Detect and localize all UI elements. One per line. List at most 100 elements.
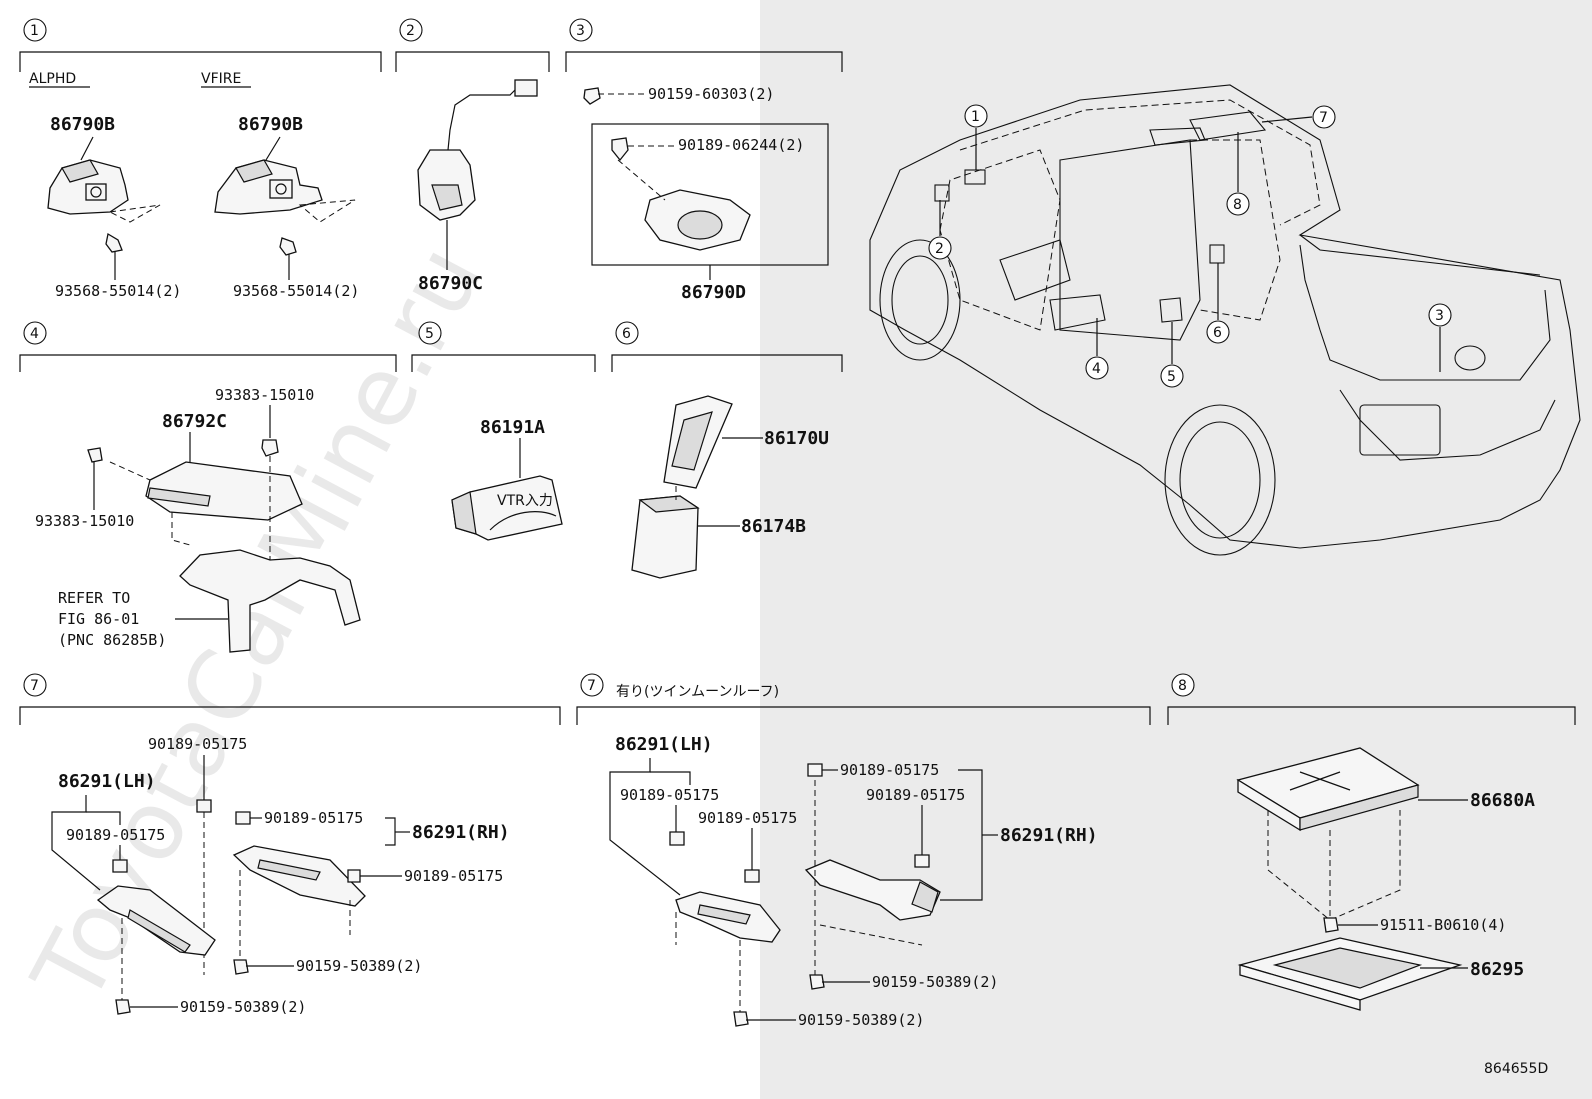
- front-wheel: [879, 239, 961, 361]
- variant-vfire-label: VFIRE: [201, 71, 241, 87]
- screw-a2-icon: [233, 959, 249, 975]
- bolt-93383-15010-left[interactable]: 93383-15010: [35, 512, 134, 530]
- vehicle-callout-4[interactable]: 4: [1085, 318, 1109, 380]
- section-8-marker: [1171, 673, 1195, 697]
- interior-camera-2: [934, 184, 950, 202]
- lamp-bracket-rh-b-drawing: [804, 780, 941, 975]
- rear-emblem: [1454, 345, 1486, 371]
- part-86790b-alphd[interactable]: 86790B: [50, 114, 115, 135]
- bracket-mount-drawing: [179, 549, 361, 653]
- section-5-bracket: [411, 354, 596, 372]
- section-8: 8 86680A 91511-B0610(4) 86295: [1167, 673, 1576, 1011]
- part-86291-lh-a[interactable]: 86291(LH): [58, 771, 156, 792]
- vehicle-callout-2[interactable]: 2: [928, 200, 952, 260]
- section-1-number: 1: [30, 23, 39, 39]
- rear-interior: [1190, 139, 1281, 321]
- side-door-opening: [1059, 139, 1201, 341]
- section-4-bracket: [19, 354, 397, 372]
- interior-module-6: [1209, 244, 1225, 264]
- section-7b-number: 7: [587, 678, 596, 694]
- part-86291-rh-b[interactable]: 86291(RH): [1000, 825, 1098, 846]
- part-86191a[interactable]: 86191A: [480, 417, 545, 438]
- refer-text-line3[interactable]: (PNC 86285B): [58, 631, 166, 649]
- bolt-93568-55014-b[interactable]: 93568-55014(2): [233, 282, 359, 300]
- nut-90189-05175-a2[interactable]: 90189-05175: [66, 826, 165, 844]
- variant-alphd-label: ALPHD: [29, 71, 76, 87]
- section-6-marker: [615, 321, 639, 345]
- bolt-top-icon: [261, 439, 279, 457]
- screw-90159-50389-a2[interactable]: 90159-50389(2): [296, 957, 422, 975]
- section-3: 3 90159-60303(2) 90189-06244(2) 86790D: [565, 18, 843, 303]
- section-7b-marker: [580, 673, 604, 697]
- clip-90189-06244[interactable]: 90189-06244(2): [678, 136, 804, 154]
- screw-90159-60303[interactable]: 90159-60303(2): [648, 85, 774, 103]
- nut-90189-05175-b3[interactable]: 90189-05175: [840, 761, 939, 779]
- part-86174b[interactable]: 86174B: [741, 516, 806, 537]
- nut-90189-05175-b4[interactable]: 90189-05175: [866, 786, 965, 804]
- nut-90189-05175-a4[interactable]: 90189-05175: [404, 867, 503, 885]
- svg-text:8: 8: [1233, 197, 1242, 213]
- vehicle-callout-3[interactable]: 3: [1428, 303, 1452, 372]
- bolt-93568-55014-a[interactable]: 93568-55014(2): [55, 282, 181, 300]
- section-6-bracket: [611, 354, 843, 372]
- section-7a-number: 7: [30, 678, 39, 694]
- nut-a2-icon: [112, 859, 128, 873]
- vehicle-callout-7[interactable]: 7: [1261, 105, 1336, 129]
- section-7b-title: 有り(ツインムーンルーフ): [616, 684, 779, 700]
- part-86295[interactable]: 86295: [1470, 959, 1524, 980]
- section-2-number: 2: [406, 23, 415, 39]
- section-2-bracket: [395, 51, 550, 72]
- license-plate-area: [1359, 404, 1441, 456]
- nut-a4-icon: [347, 869, 361, 883]
- nut-90189-05175-a1[interactable]: 90189-05175: [148, 735, 247, 753]
- svg-text:2: 2: [935, 241, 944, 257]
- part-86291-lh-b[interactable]: 86291(LH): [615, 734, 713, 755]
- rear-wheel: [1164, 404, 1276, 556]
- refer-text-line2[interactable]: FIG 86-01: [58, 610, 139, 628]
- svg-text:7: 7: [1319, 110, 1328, 126]
- interior-module-4: [1049, 294, 1106, 331]
- nut-90189-05175-a3[interactable]: 90189-05175: [264, 809, 363, 827]
- vehicle-callout-5[interactable]: 5: [1160, 322, 1184, 388]
- roof-dashed: [959, 99, 1321, 226]
- part-86170u[interactable]: 86170U: [764, 428, 829, 449]
- part-86792c[interactable]: 86792C: [162, 411, 227, 432]
- trim-bezel-drawing: [1237, 937, 1463, 1011]
- camera-bracket-a-drawing: [47, 159, 161, 223]
- bolt-93383-15010-top[interactable]: 93383-15010: [215, 386, 314, 404]
- part-86790b-vfire[interactable]: 86790B: [238, 114, 303, 135]
- part-86790c[interactable]: 86790C: [418, 273, 483, 294]
- section-5: 5 86191A VTR入力: [411, 321, 596, 541]
- screw-90159-50389-b1[interactable]: 90159-50389(2): [798, 1011, 924, 1029]
- nut-b2-icon: [744, 869, 760, 883]
- screw-90159-50389-b2[interactable]: 90159-50389(2): [872, 973, 998, 991]
- rear-window: [1299, 244, 1551, 381]
- vehicle-callout-1[interactable]: 1: [964, 104, 988, 170]
- interior-camera-1: [964, 169, 986, 185]
- svg-text:4: 4: [1092, 361, 1101, 377]
- section-5-number: 5: [425, 326, 434, 342]
- screw-90159-50389-a1[interactable]: 90159-50389(2): [180, 998, 306, 1016]
- vehicle-callout-6[interactable]: 6: [1206, 263, 1230, 344]
- section-4: 4 93383-15010 86792C 93383-15010 REFER T…: [19, 321, 397, 653]
- nut-a1-icon: [196, 799, 212, 813]
- bolt-91511-b0610[interactable]: 91511-B0610(4): [1380, 916, 1506, 934]
- bolt-91511-icon: [1323, 917, 1339, 933]
- lamp-bracket-lh-a-drawing: [96, 885, 216, 1000]
- nut-90189-05175-b2[interactable]: 90189-05175: [698, 809, 797, 827]
- vehicle-callout-8[interactable]: 8: [1226, 132, 1250, 216]
- nut-a3-icon: [235, 811, 251, 825]
- camera-bracket-b-drawing: [214, 159, 356, 223]
- screw-a1-icon: [115, 999, 131, 1015]
- svg-text:5: 5: [1167, 369, 1176, 385]
- part-86680a[interactable]: 86680A: [1470, 790, 1535, 811]
- part-86790d[interactable]: 86790D: [681, 282, 746, 303]
- section-7a-bracket: [19, 706, 561, 725]
- vehicle-body-outline: [869, 84, 1581, 549]
- nut-90189-05175-b1[interactable]: 90189-05175: [620, 786, 719, 804]
- roof-console-7: [1189, 111, 1267, 141]
- bolt-left-icon: [87, 447, 103, 463]
- control-module-drawing: [109, 456, 303, 590]
- section-2: 2 86790C: [395, 18, 550, 294]
- part-86291-rh-a[interactable]: 86291(RH): [412, 822, 510, 843]
